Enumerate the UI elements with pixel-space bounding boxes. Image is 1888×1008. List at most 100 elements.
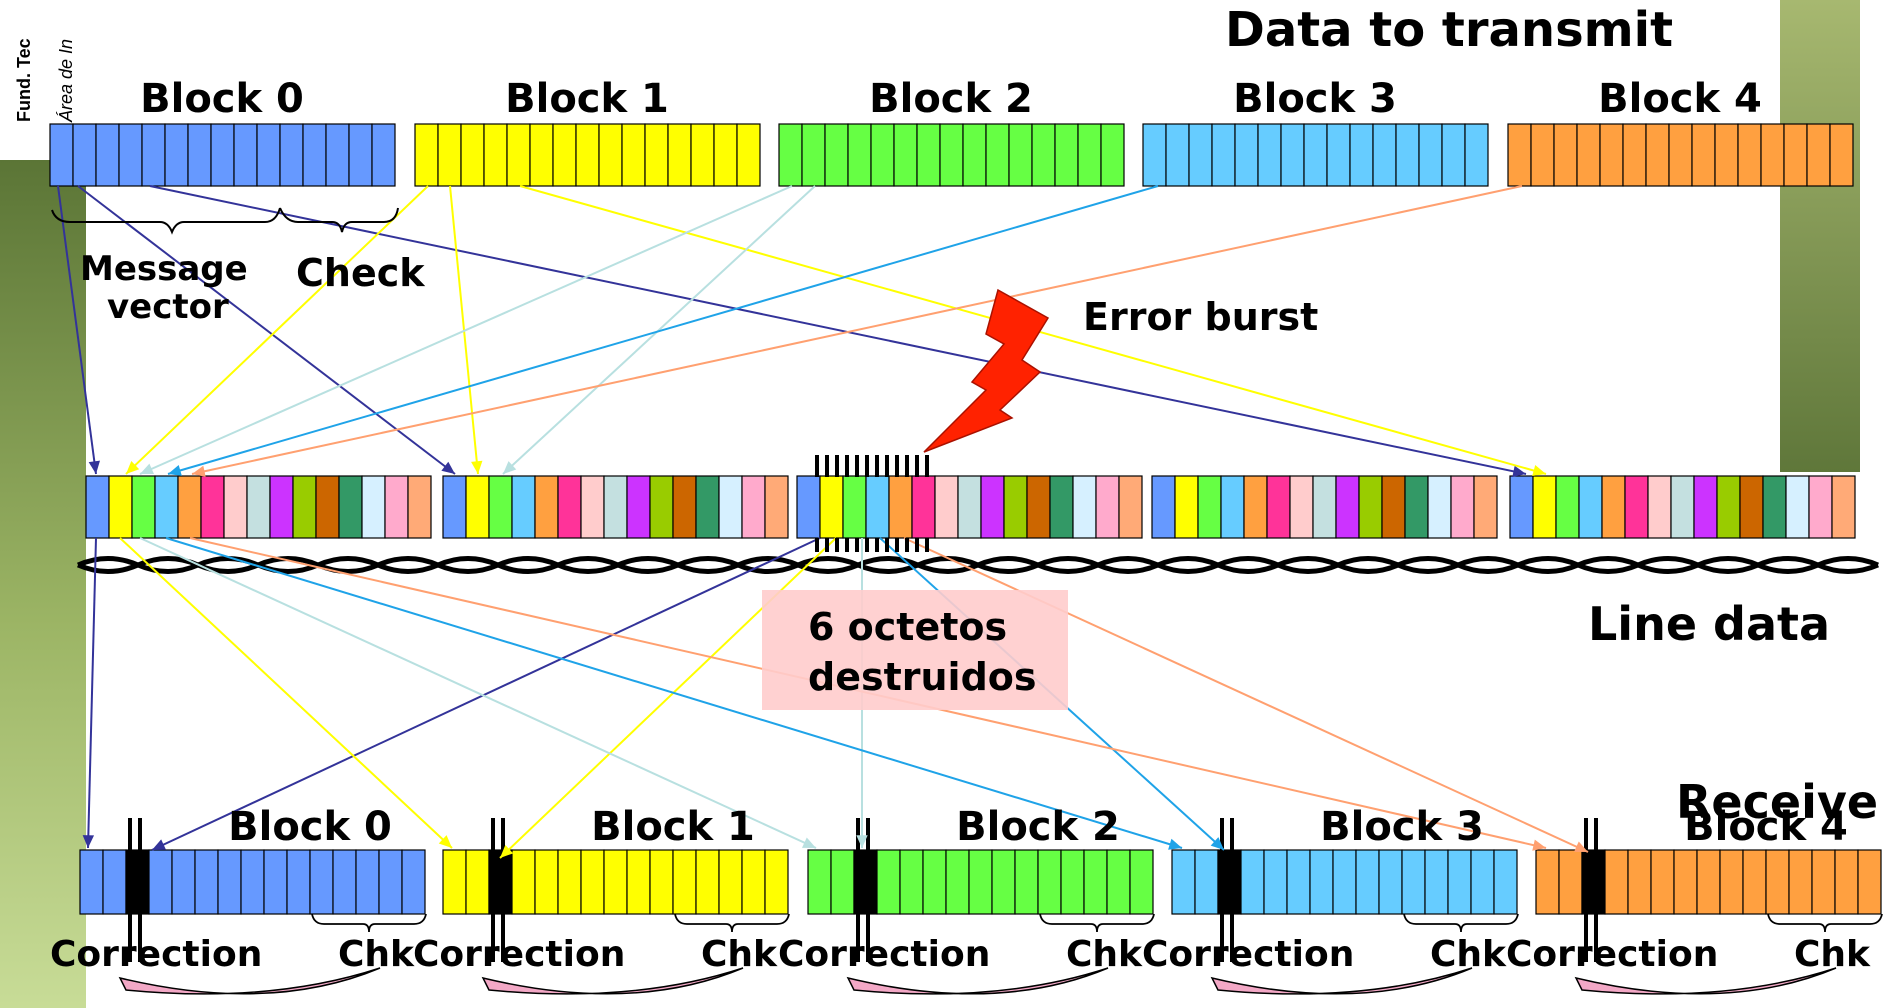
- octet-cell: [1441, 123, 1466, 187]
- octet-cell: [118, 123, 143, 187]
- twisted-wire-b: [77, 556, 1879, 574]
- octet-cell: [194, 849, 219, 915]
- burst-comb: [815, 455, 929, 552]
- top-block-label: Block 1: [505, 76, 669, 122]
- octet-cell: [1286, 849, 1311, 915]
- burst-tick: [815, 455, 819, 477]
- receive-block-2: [807, 818, 1155, 995]
- octet-cell: [407, 475, 432, 539]
- receive-blocks: [79, 818, 1883, 995]
- octet-cell: [980, 475, 1005, 539]
- receive-block-0: [79, 818, 427, 995]
- octet-cell: [1553, 123, 1578, 187]
- octet-cell: [1142, 123, 1167, 187]
- octet-cell: [154, 475, 179, 539]
- octet-cell: [1470, 849, 1495, 915]
- octet-cell: [1622, 123, 1647, 187]
- octet-cell: [355, 849, 380, 915]
- burst-tick: [865, 455, 869, 477]
- correction-label: Correction: [1142, 934, 1354, 975]
- correction-arrow: [118, 967, 381, 995]
- octet-cell: [957, 475, 982, 539]
- line-block-3: [1151, 475, 1498, 539]
- octet-cell: [1788, 849, 1813, 915]
- octet-cell: [338, 475, 363, 539]
- correction-arrow: [846, 967, 1109, 995]
- octet-cell: [962, 123, 987, 187]
- octet-cell: [401, 849, 426, 915]
- octet-cell: [1808, 475, 1833, 539]
- octet-cell: [1395, 123, 1420, 187]
- octet-cell: [200, 475, 225, 539]
- octet-cell: [1263, 849, 1288, 915]
- octet-cell: [1188, 123, 1213, 187]
- correction-label: Correction: [50, 934, 262, 975]
- octet-cell: [1037, 849, 1062, 915]
- octet-cell: [1266, 475, 1291, 539]
- top-block-2: [778, 123, 1125, 187]
- octet-cell: [217, 849, 242, 915]
- octet-cell: [384, 475, 409, 539]
- octet-cell: [667, 123, 692, 187]
- octet-cell: [842, 475, 867, 539]
- chk-brace: [674, 913, 790, 933]
- top-block-0: [49, 123, 396, 187]
- mapping-arrow: [149, 185, 1527, 477]
- octet-cell: [580, 849, 605, 915]
- burst-tick: [845, 455, 849, 477]
- octet-cell: [302, 123, 327, 187]
- burst-tick: [895, 455, 899, 477]
- octet-cell: [1049, 475, 1074, 539]
- check-label: Check: [296, 251, 425, 295]
- top-block-label: Block 4: [1598, 76, 1762, 122]
- octet-cell: [465, 475, 490, 539]
- octet-cell: [1806, 123, 1831, 187]
- octet-cell: [49, 123, 74, 187]
- octet-cell: [1280, 123, 1305, 187]
- receive-block-3: [1171, 818, 1519, 995]
- burst-tick: [855, 538, 859, 552]
- octet-cell: [1578, 475, 1603, 539]
- left-green-bar: [0, 160, 86, 1008]
- octet-cell: [1243, 475, 1268, 539]
- octet-cell: [1760, 123, 1785, 187]
- burst-tick: [815, 538, 819, 552]
- burst-tick: [855, 455, 859, 477]
- octet-cell: [1197, 475, 1222, 539]
- octet-cell: [1100, 123, 1125, 187]
- chk-brace: [1403, 913, 1519, 933]
- octet-cell: [465, 849, 490, 915]
- octet-cell: [1696, 849, 1721, 915]
- octet-cell: [939, 123, 964, 187]
- octet-cell: [695, 475, 720, 539]
- side-subtitle: Área de In: [56, 39, 76, 123]
- octet-cell: [1418, 123, 1443, 187]
- mapping-arrow: [502, 185, 816, 475]
- octet-cell: [1737, 123, 1762, 187]
- octet-cell: [1857, 849, 1882, 915]
- burst-tick: [835, 538, 839, 552]
- octet-cell: [1326, 123, 1351, 187]
- octet-cell: [1427, 475, 1452, 539]
- octet-cell: [511, 475, 536, 539]
- octet-cell: [1785, 475, 1810, 539]
- octet-cell: [718, 849, 743, 915]
- octet-cell: [557, 849, 582, 915]
- chk-brace: [311, 913, 427, 933]
- octet-cell: [534, 849, 559, 915]
- octet-cell: [824, 123, 849, 187]
- octet-cell: [672, 849, 697, 915]
- octet-cell: [1762, 475, 1787, 539]
- octet-cell: [1332, 849, 1357, 915]
- mapping-arrow: [57, 185, 100, 475]
- octet-cell: [1739, 475, 1764, 539]
- octet-cell: [1349, 123, 1374, 187]
- octet-cell: [1257, 123, 1282, 187]
- mapping-arrow: [165, 537, 1183, 850]
- octet-cell: [1765, 849, 1790, 915]
- mapping-arrow: [139, 537, 817, 849]
- chk-brace: [1039, 913, 1155, 933]
- octet-cell: [1031, 123, 1056, 187]
- burst-tick: [875, 538, 879, 552]
- chk-label: Chk: [1066, 934, 1143, 975]
